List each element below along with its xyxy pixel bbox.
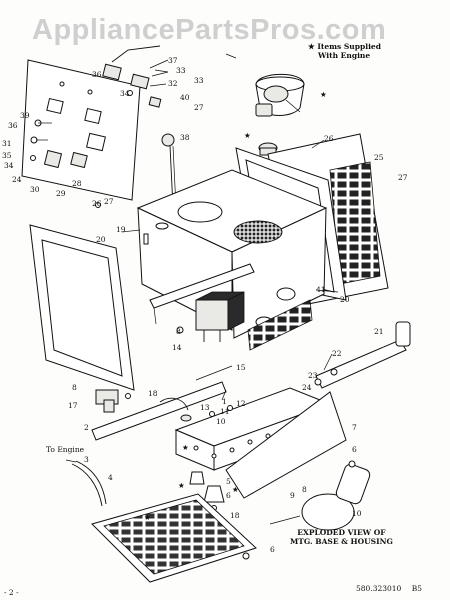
part-label: 13 bbox=[200, 403, 210, 412]
part-label: 8 bbox=[176, 327, 181, 336]
part-label: 17 bbox=[68, 401, 78, 410]
part-label: 14 bbox=[172, 343, 182, 352]
legend-line-1: Items Supplied bbox=[317, 42, 381, 51]
part-label: 33 bbox=[176, 66, 186, 75]
part-label: 3 bbox=[84, 455, 89, 464]
part-label: 20 bbox=[96, 235, 106, 244]
part-label: 22 bbox=[332, 349, 342, 358]
mounting-rail bbox=[91, 381, 227, 441]
star-icon: ★ bbox=[244, 131, 251, 140]
star-icon: ★ bbox=[320, 90, 327, 99]
part-label: 27 bbox=[398, 173, 408, 182]
ignition-module bbox=[176, 291, 245, 342]
part-label: 41 bbox=[316, 285, 326, 294]
part-label: 32 bbox=[168, 79, 178, 88]
part-label: 35 bbox=[2, 151, 12, 160]
star-icon: ★ bbox=[178, 481, 185, 490]
legend: ★ Items Supplied With Engine bbox=[308, 42, 381, 60]
part-label: 36 bbox=[92, 70, 102, 79]
part-label: 40 bbox=[180, 93, 190, 102]
side-frame-left bbox=[29, 224, 135, 391]
part-label: 18 bbox=[230, 511, 240, 520]
part-label: 8 bbox=[72, 383, 77, 392]
bracket bbox=[149, 263, 255, 325]
star-icon: ★ bbox=[144, 513, 151, 522]
model-number: 580.323010 bbox=[356, 584, 402, 593]
legend-line-2: With Engine bbox=[318, 51, 371, 60]
part-label: 36 bbox=[8, 121, 18, 130]
engine-assembly bbox=[255, 73, 305, 117]
part-label: 29 bbox=[56, 189, 66, 198]
part-label: 9 bbox=[290, 491, 295, 500]
part-label: 30 bbox=[30, 185, 40, 194]
part-label: 6 bbox=[352, 445, 357, 454]
part-label: 2 bbox=[84, 423, 89, 432]
floor-tray bbox=[91, 493, 257, 583]
star-icon: ★ bbox=[308, 42, 315, 51]
revision-code: B5 bbox=[411, 584, 423, 593]
part-label: 38 bbox=[180, 133, 190, 142]
part-label: 10 bbox=[352, 509, 362, 518]
part-label: 19 bbox=[116, 225, 126, 234]
part-label: 6 bbox=[226, 491, 231, 500]
gas-cap bbox=[258, 142, 278, 156]
part-label: 12 bbox=[236, 399, 246, 408]
housing bbox=[136, 169, 328, 351]
to-engine-label: To Engine bbox=[46, 445, 85, 454]
part-label: 34 bbox=[4, 161, 14, 170]
part-label: 8 bbox=[302, 485, 307, 494]
part-label: 31 bbox=[2, 139, 12, 148]
part-label: 4 bbox=[108, 473, 113, 482]
part-label: 24 bbox=[12, 175, 22, 184]
part-label: 20 bbox=[340, 295, 350, 304]
part-label: 7 bbox=[352, 423, 357, 432]
part-label: 10 bbox=[216, 417, 226, 426]
rubber-feet bbox=[189, 471, 225, 511]
part-label: 28 bbox=[72, 179, 82, 188]
part-label: 6 bbox=[270, 545, 275, 554]
part-label: 37 bbox=[168, 56, 178, 65]
page-number: - 2 - bbox=[4, 588, 19, 597]
part-label: 26 bbox=[324, 134, 334, 143]
part-label: 39 bbox=[20, 111, 30, 120]
star-icon: ★ bbox=[182, 443, 189, 452]
part-label: 26 bbox=[92, 199, 102, 208]
part-label: 21 bbox=[374, 327, 384, 336]
part-number-labels: 37 33 36 32 33 34 40 27 38 39 36 31 35 3… bbox=[2, 56, 408, 554]
part-label: 11 bbox=[220, 407, 230, 416]
part-label: 5 bbox=[226, 477, 231, 486]
part-label: 34 bbox=[120, 89, 130, 98]
muffler bbox=[301, 460, 371, 531]
part-label: 33 bbox=[194, 76, 204, 85]
caption-line-1: EXPLODED VIEW OF bbox=[297, 528, 386, 537]
caption-line-2: MTG. BASE & HOUSING bbox=[290, 537, 393, 546]
part-label: 24 bbox=[302, 383, 312, 392]
model-code: 580.323010 B5 bbox=[356, 584, 422, 593]
diagram-caption: EXPLODED VIEW OF MTG. BASE & HOUSING bbox=[290, 528, 393, 546]
part-label: 1 bbox=[222, 397, 227, 406]
leader-lines bbox=[36, 53, 339, 525]
part-label: 15 bbox=[236, 363, 246, 372]
star-markers: ★ ★ ★ ★ ★ ★ bbox=[144, 90, 327, 522]
fuel-line bbox=[71, 460, 107, 507]
star-icon: ★ bbox=[232, 485, 239, 494]
part-label: 23 bbox=[308, 371, 318, 380]
site-watermark: AppliancePartsPros.com bbox=[32, 14, 387, 46]
muffler-shield bbox=[225, 391, 347, 499]
part-label: 27 bbox=[104, 197, 114, 206]
handle bbox=[314, 321, 411, 389]
part-label: 27 bbox=[194, 103, 204, 112]
part-label: 25 bbox=[374, 153, 384, 162]
part-label: 18 bbox=[148, 389, 158, 398]
